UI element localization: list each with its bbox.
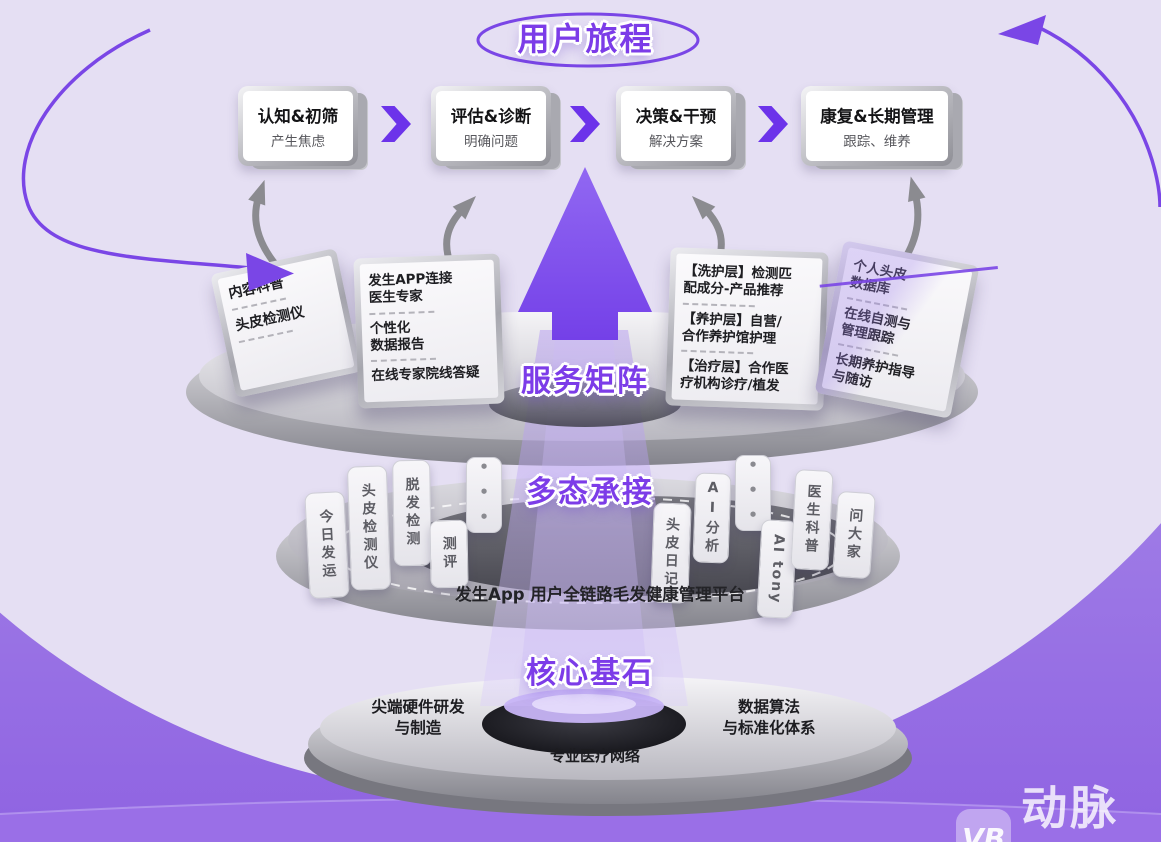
journey-step-title: 评估&诊断 <box>450 106 532 126</box>
title-ellipse <box>476 12 700 68</box>
panel-item: 【治疗层】合作医 疗机构诊疗/植发 <box>679 357 789 395</box>
journey-loop-arrow-right <box>1039 26 1161 208</box>
feature-pill-ask-everyone: 问大家 <box>832 490 876 580</box>
dashed-divider <box>369 310 435 315</box>
journey-step-subtitle: 产生焦虑 <box>271 133 325 150</box>
tier-label-foundation: 核心基石 <box>526 656 654 691</box>
journey-step-subtitle: 明确问题 <box>464 133 518 150</box>
dashed-divider <box>370 357 436 363</box>
panel-item: 【养护层】自营/ 合作养护馆护理 <box>681 310 782 347</box>
journey-step-4: 康复&长期管理 跟踪、维养 <box>801 86 953 166</box>
panel-item: 个性化 数据报告 <box>369 319 425 354</box>
more-dots-pill: ••• <box>735 455 771 531</box>
spotlight-beam <box>480 330 688 706</box>
loop-arrowhead-icon <box>998 15 1046 45</box>
dashed-divider <box>681 349 753 355</box>
journey-step-subtitle: 跟踪、维养 <box>843 133 911 150</box>
feature-pill-hairloss-test: 脱发检测 <box>392 459 432 567</box>
foundation-item-hardware: 尖端硬件研发 与制造 <box>371 698 465 737</box>
watermark-text: 动脉网 <box>1021 781 1120 835</box>
platform-caption: 发生App 用户全链路毛发健康管理平台 <box>455 585 745 604</box>
feature-pill-assessment: 测评 <box>429 519 469 589</box>
bottom-front-band <box>0 798 1161 842</box>
service-panel-2: 发生APP连接 医生专家 个性化 数据报告 在线专家院线答疑 <box>353 253 505 409</box>
loop-overlay-tint <box>814 240 980 419</box>
feature-pill-scalp-detector: 头皮检测仪 <box>346 465 392 591</box>
more-dots-pill: ••• <box>466 457 502 533</box>
big-up-arrow-icon <box>518 167 652 340</box>
page-title: 用户旅程 <box>517 20 654 58</box>
vb-logo-icon: VB <box>956 809 1012 842</box>
feature-pill-ai-analysis: AI分析 <box>692 472 732 564</box>
journey-step-subtitle: 解决方案 <box>649 133 703 150</box>
beam-glow-bright <box>532 694 636 714</box>
journey-step-title: 康复&长期管理 <box>820 106 934 126</box>
journey-step-2: 评估&诊断 明确问题 <box>431 86 551 166</box>
watermark: VB 动脉网 <box>956 772 1161 842</box>
journey-step-1: 认知&初筛 产生焦虑 <box>238 86 358 166</box>
journey-step-title: 认知&初筛 <box>257 106 339 126</box>
panel-item: 发生APP连接 医生专家 <box>367 270 453 307</box>
journey-loop-arrow-left <box>21 28 251 270</box>
journey-step-3: 决策&干预 解决方案 <box>616 86 736 166</box>
label-shadow-ellipse <box>489 381 681 427</box>
journey-step-title: 决策&干预 <box>635 106 717 126</box>
panel-item: 【洗护层】检测匹 配成分-产品推荐 <box>683 262 793 300</box>
foundation-item-data-algorithm: 数据算法 与标准化体系 <box>722 698 816 737</box>
foundation-item-medical-network: 专业医疗网络 <box>549 747 640 765</box>
tier-label-multi-mode: 多态承接 <box>526 475 654 510</box>
panel-item: 在线专家院线答疑 <box>371 364 480 385</box>
tier-label-service-matrix: 服务矩阵 <box>521 364 649 399</box>
dashed-divider <box>682 302 755 307</box>
feature-pill-doctor-science: 医生科普 <box>790 469 834 571</box>
service-panel-3: 【洗护层】检测匹 配成分-产品推荐 【养护层】自营/ 合作养护馆护理 【治疗层】… <box>665 247 829 411</box>
